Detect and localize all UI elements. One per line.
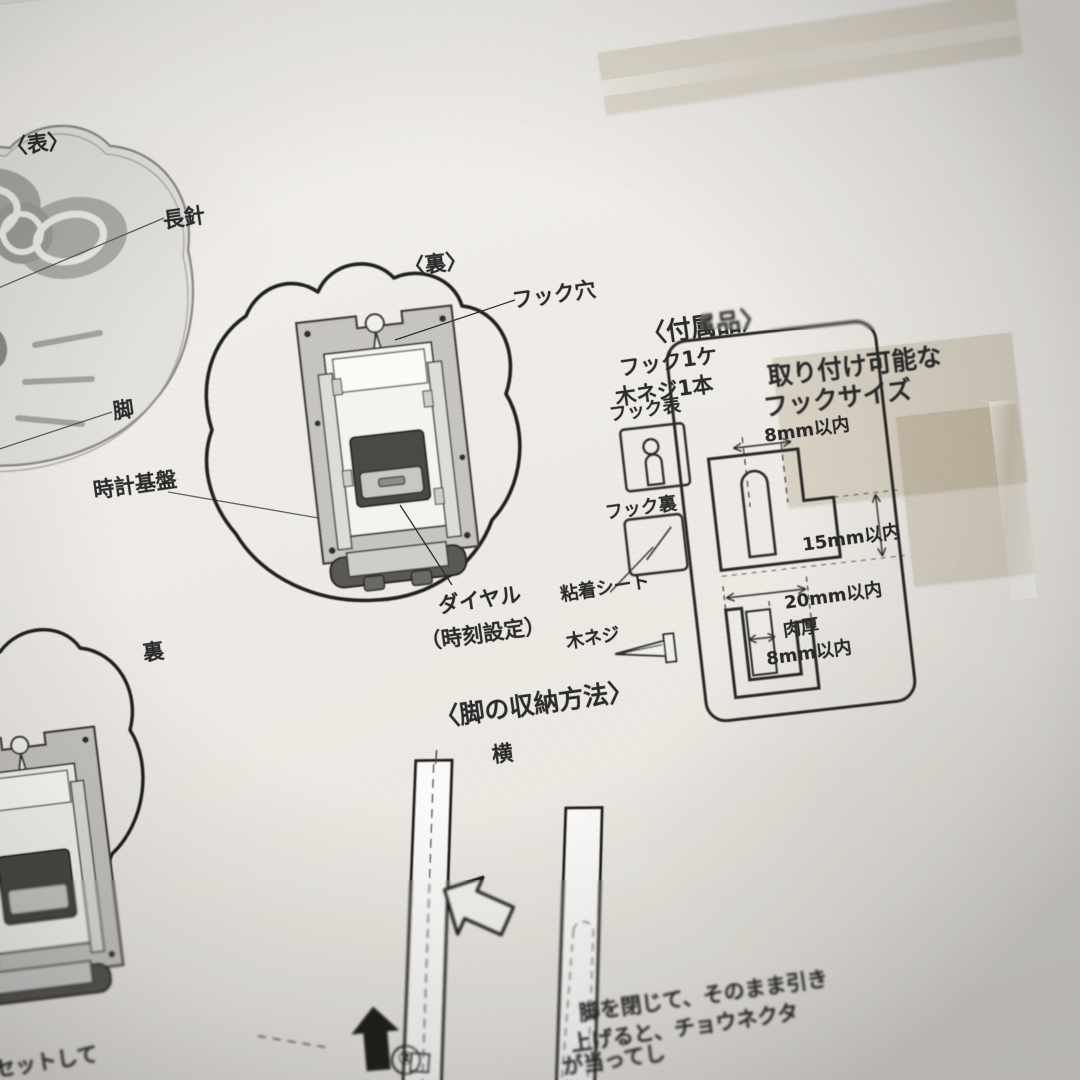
label-bottom-back-view: 裏 xyxy=(141,638,166,666)
label-orientation-side: 横 xyxy=(490,740,515,768)
step-number-label: ② xyxy=(396,1047,415,1070)
callout-leg: 脚 xyxy=(111,396,136,424)
